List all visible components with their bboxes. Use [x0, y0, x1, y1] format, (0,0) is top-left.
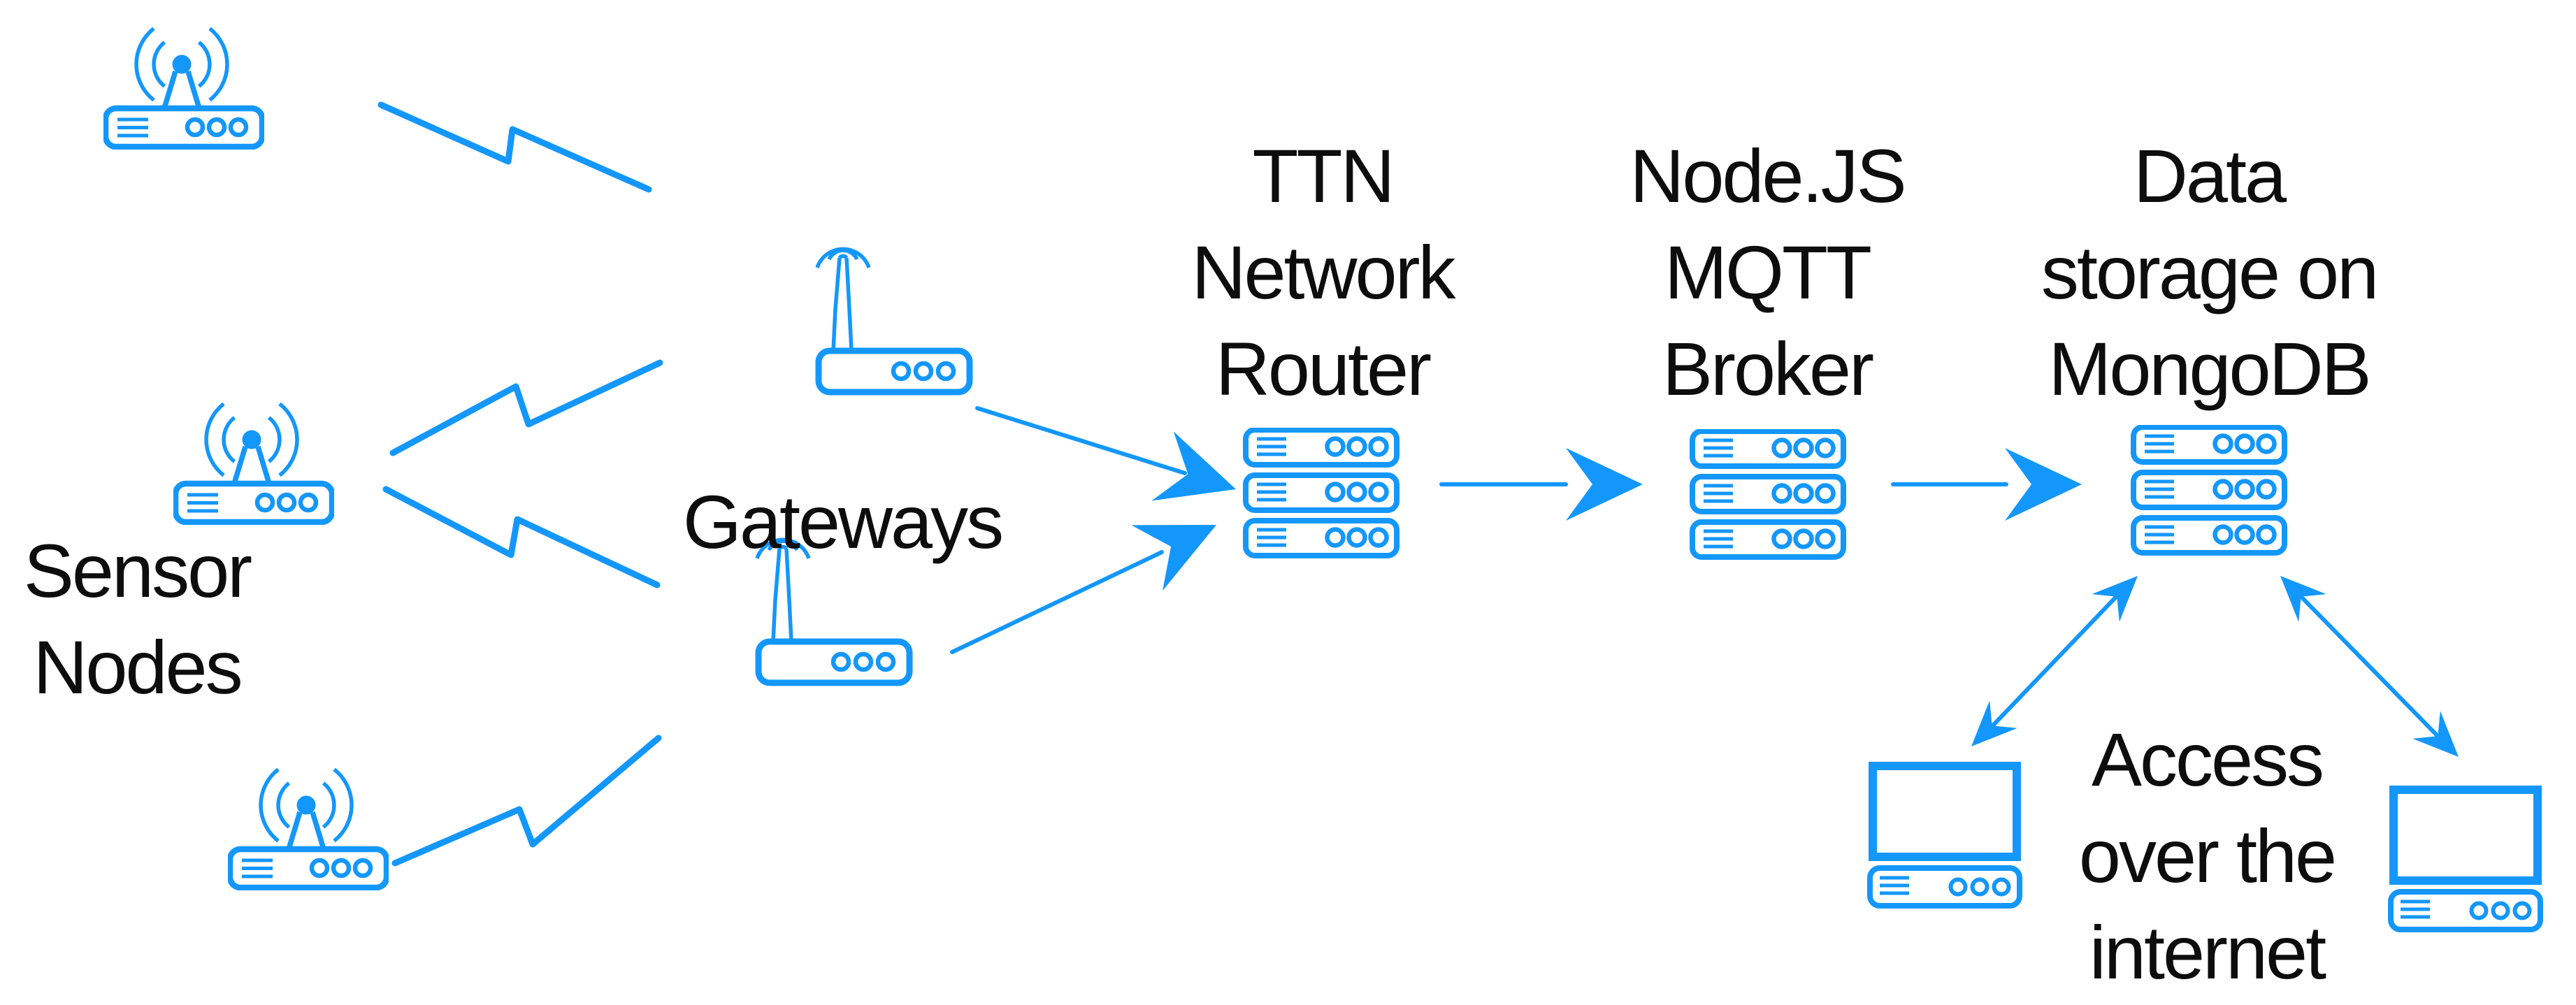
sensor-node-icon: [106, 29, 262, 147]
arrow-gateway2-ttn: [950, 550, 1164, 654]
radio-bolt-node2-gateway1: [389, 359, 663, 456]
radio-bolt-node1-gateway1: [377, 101, 652, 193]
double-arrow-mongo-computer-left: [1989, 593, 2120, 730]
ttn-network-router-label: TTN Network Router: [1191, 133, 1455, 411]
mongodb-server-stack-icon: [2134, 427, 2284, 553]
ttn-server-stack-icon: [1246, 430, 1397, 556]
gateway-icon: [817, 249, 970, 392]
radio-bolt-node2-gateway2: [382, 486, 661, 588]
mqtt-server-stack-icon: [1692, 431, 1843, 557]
gateways-label: Gateways: [682, 479, 1004, 564]
arrow-gateway1-ttn: [975, 406, 1187, 475]
double-arrow-mongo-computer-right: [2297, 593, 2442, 740]
access-over-internet-label: Access over the internet: [2078, 717, 2337, 995]
nodejs-mqtt-broker-label: Node.JS MQTT Broker: [1629, 133, 1906, 411]
sensor-nodes-label: Sensor Nodes: [23, 528, 252, 709]
computer-icon: [2391, 790, 2540, 930]
mongodb-storage-label: Data storage on MongoDB: [2041, 133, 2379, 411]
sensor-node-icon: [175, 404, 332, 522]
sensor-node-icon: [230, 769, 387, 888]
computer-icon: [1870, 766, 2020, 906]
radio-bolt-node3-gateway2: [391, 735, 662, 867]
